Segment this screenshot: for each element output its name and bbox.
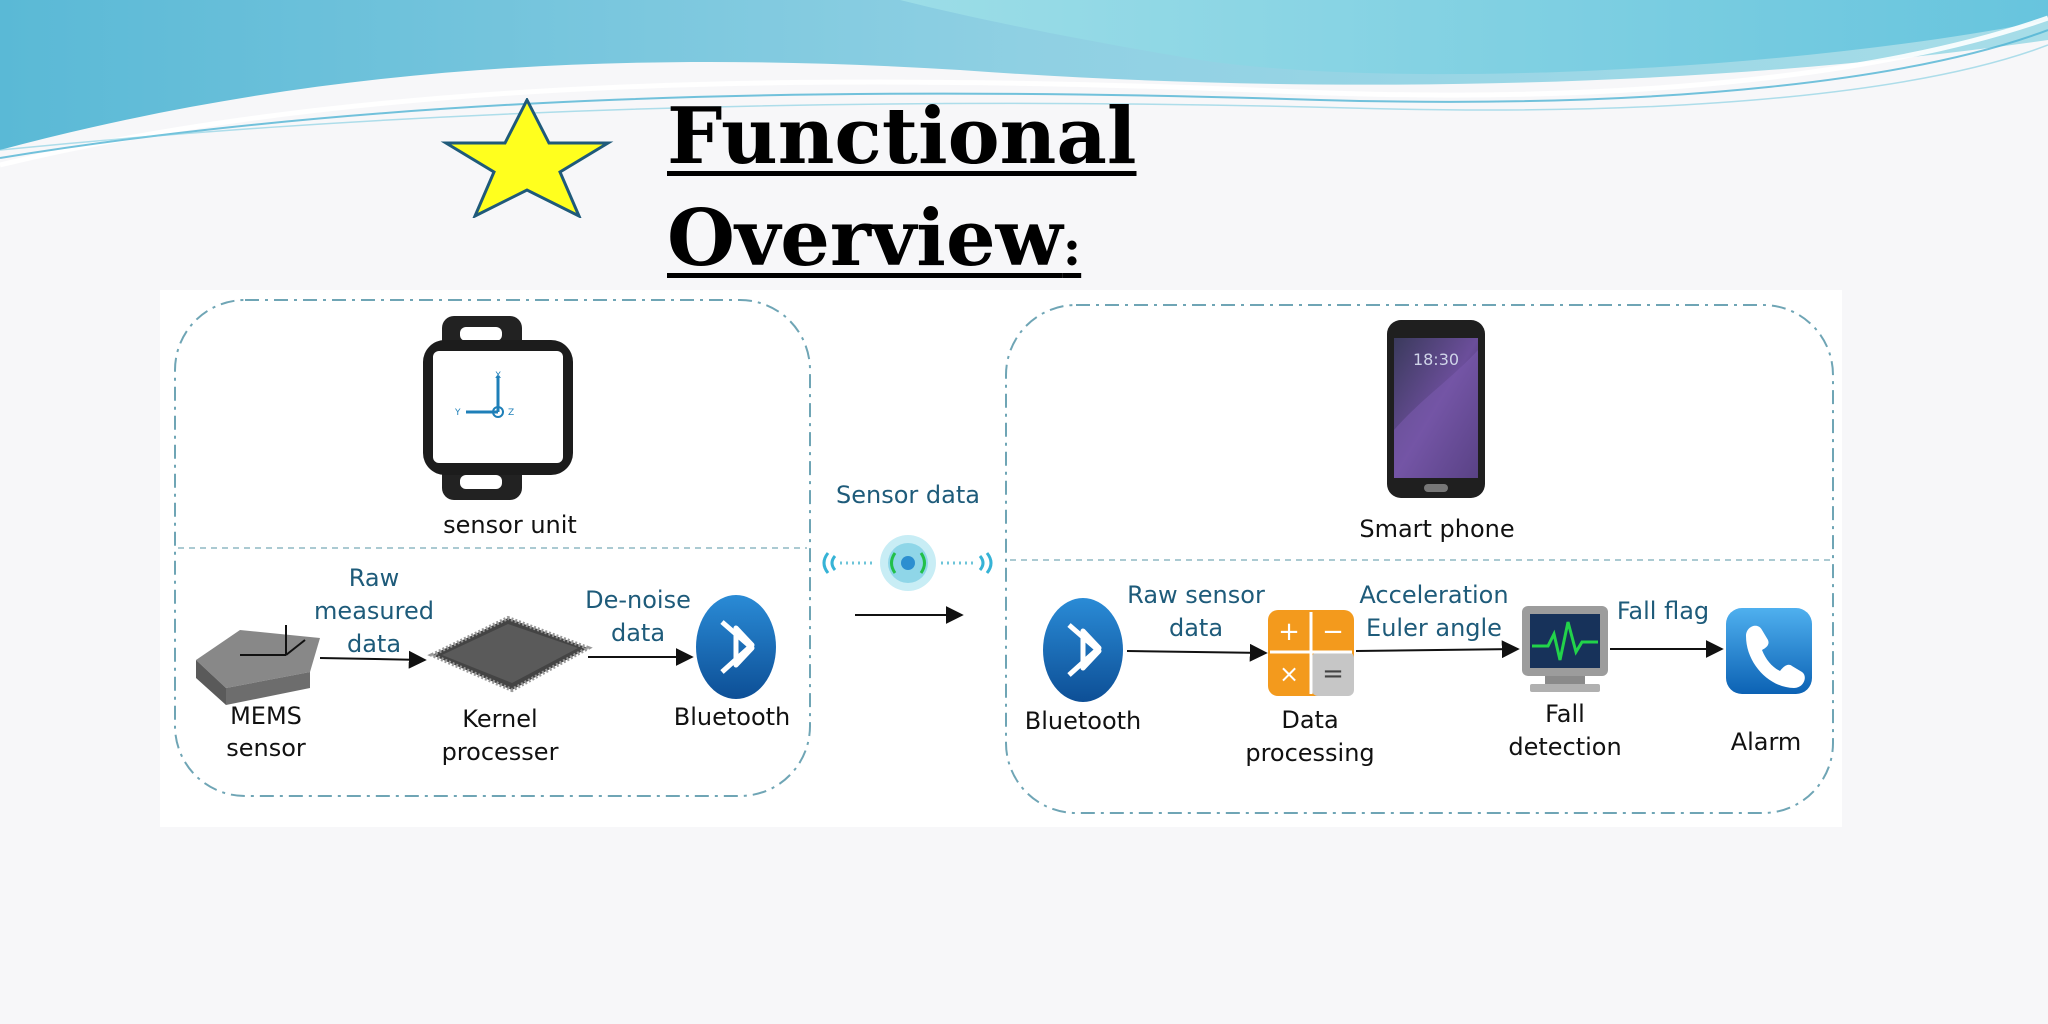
axis-label-x: X	[495, 371, 501, 381]
fall-detection-label-line2: detection	[1508, 733, 1622, 761]
calc-times: ×	[1279, 660, 1299, 688]
mems-sensor-icon	[196, 625, 320, 705]
data-processing-label-line2: processing	[1245, 739, 1375, 767]
arrow-processing-to-detection	[1355, 640, 1520, 659]
slide-title-line2: Overview:	[667, 193, 1082, 284]
arrow-mems-to-kernel	[319, 650, 427, 669]
raw-measured-label-line2: measured	[314, 597, 434, 625]
slide-title-line1: Functional	[667, 91, 1137, 182]
kernel-processor-label-line1: Kernel	[462, 705, 538, 733]
calc-equals: =	[1322, 659, 1344, 689]
sensor-unit-box	[174, 299, 811, 797]
raw-sensor-label-line2: data	[1168, 614, 1224, 642]
raw-measured-label-line1: Raw	[348, 564, 400, 592]
calculator-icon	[1268, 610, 1354, 696]
smartwatch-icon	[423, 316, 573, 500]
alarm-icon	[1726, 608, 1812, 694]
mems-sensor-label-line2: sensor	[226, 734, 306, 762]
denoise-label-line2: data	[610, 619, 666, 647]
mems-sensor-label-line1: MEMS	[230, 702, 302, 730]
arrow-bluetooth-to-processing	[1126, 643, 1268, 662]
fall-detection-label-line1: Fall	[1545, 700, 1585, 728]
sensor-unit-label: sensor unit	[443, 511, 577, 539]
denoise-label-line1: De-noise	[585, 586, 691, 614]
star-icon	[440, 98, 614, 218]
smartphone-icon	[1387, 320, 1485, 498]
smart-phone-label: Smart phone	[1359, 515, 1515, 543]
kernel-processor-icon	[427, 615, 593, 693]
phone-clock: 18:30	[1413, 350, 1459, 369]
wireless-signal-icon	[822, 535, 993, 591]
sensor-data-label: Sensor data	[836, 481, 980, 509]
smart-phone-box	[1005, 304, 1834, 814]
data-processing-label-line1: Data	[1281, 706, 1339, 734]
kernel-processor-label-line2: processer	[441, 738, 559, 766]
raw-measured-label-line3: data	[346, 630, 402, 658]
bluetooth-right-icon	[1043, 598, 1123, 702]
bluetooth-left-icon	[696, 595, 776, 699]
alarm-label: Alarm	[1730, 728, 1802, 756]
acceleration-label-line2: Euler angle	[1366, 614, 1502, 642]
raw-sensor-label-line1: Raw sensor	[1127, 581, 1265, 609]
axis-label-z: Z	[508, 408, 514, 418]
acceleration-label-line1: Acceleration	[1359, 581, 1509, 609]
calc-minus: −	[1322, 617, 1344, 647]
bluetooth-right-label: Bluetooth	[1024, 707, 1142, 735]
calc-plus: +	[1278, 617, 1300, 647]
axis-label-y: Y	[454, 408, 461, 418]
monitor-icon	[1522, 606, 1608, 692]
fall-flag-label: Fall flag	[1616, 597, 1710, 625]
bluetooth-left-label: Bluetooth	[673, 703, 791, 731]
